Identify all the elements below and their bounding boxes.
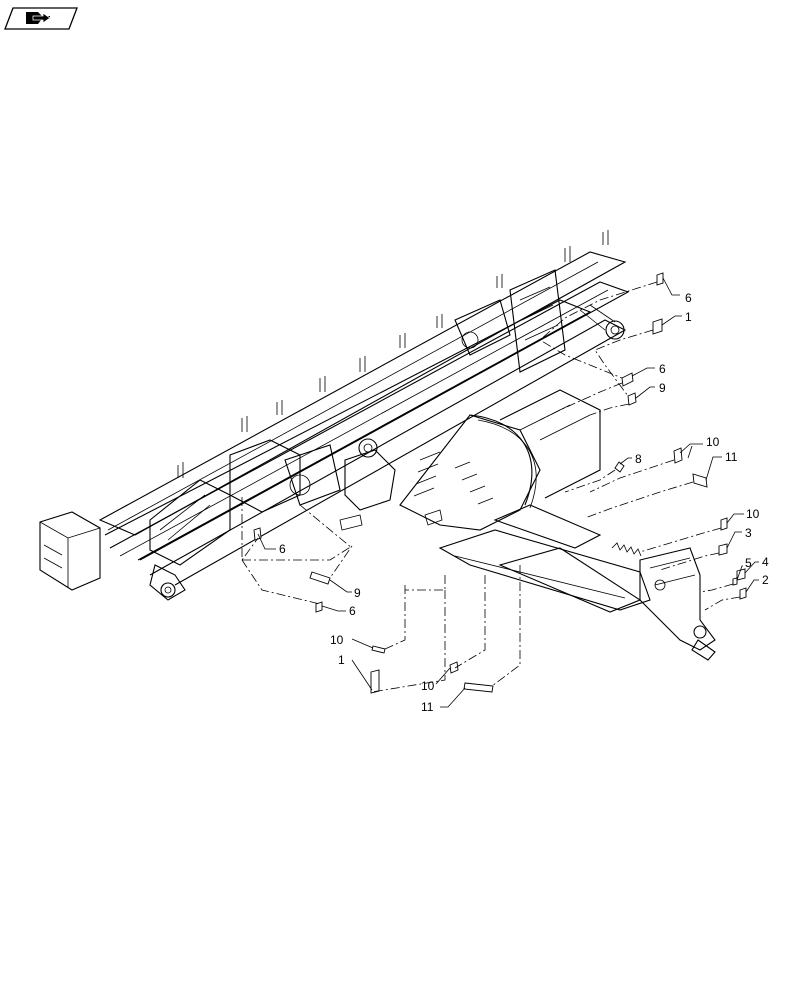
callout-10: 10 — [746, 507, 760, 521]
callout-6: 6 — [659, 362, 666, 376]
implement-frame — [39, 230, 716, 661]
callout-4: 4 — [762, 555, 769, 569]
callout-5: 5 — [745, 556, 752, 570]
reference-lines — [241, 281, 741, 693]
callout-9: 9 — [354, 586, 361, 600]
callout-2: 2 — [762, 573, 769, 587]
callout-1: 1 — [685, 310, 692, 324]
callouts: 6 1 6 9 8 10 11 10 3 4 5 2 6 9 6 10 1 10… — [279, 291, 769, 714]
callout-10: 10 — [330, 633, 344, 647]
callout-6: 6 — [279, 542, 286, 556]
callout-10: 10 — [706, 435, 720, 449]
callout-10: 10 — [421, 679, 435, 693]
callout-3: 3 — [745, 526, 752, 540]
callout-11: 11 — [725, 450, 738, 464]
callout-6: 6 — [685, 291, 692, 305]
leader-lines — [257, 277, 759, 708]
callout-9: 9 — [659, 381, 666, 395]
callout-8: 8 — [635, 452, 642, 466]
decals — [253, 272, 747, 694]
page-forward-icon[interactable] — [4, 7, 78, 30]
callout-11: 11 — [421, 700, 434, 714]
callout-1: 1 — [338, 653, 345, 667]
callout-6: 6 — [349, 604, 356, 618]
